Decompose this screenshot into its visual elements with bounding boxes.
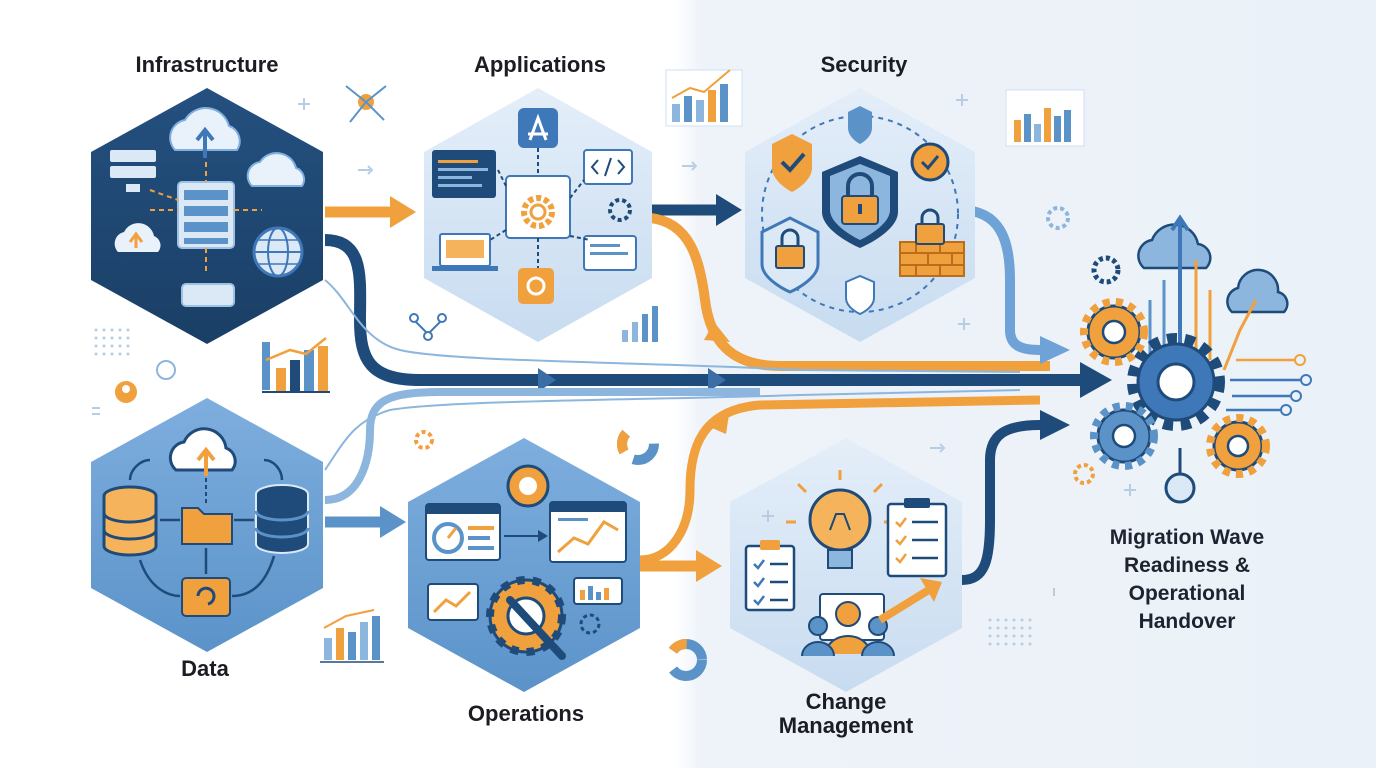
dashboard-icon <box>549 501 627 563</box>
globe-icon <box>252 226 304 278</box>
stage-infrastructure <box>91 88 323 344</box>
cloud-upload-icon <box>169 107 241 158</box>
change-management-label: Change Management <box>746 690 946 738</box>
gauge-icon <box>425 503 501 561</box>
firewall-icon <box>899 208 965 277</box>
network-icon <box>110 150 156 192</box>
cloud-icon <box>1137 223 1289 314</box>
infrastructure-label: Infrastructure <box>135 52 279 77</box>
cloud-sync-icon <box>168 427 237 476</box>
outcome-line4: Handover <box>1138 610 1236 633</box>
code-window-icon <box>583 149 633 185</box>
stage-data <box>91 398 323 652</box>
operations-label: Operations <box>467 701 585 726</box>
gear-cluster-icon <box>1073 255 1270 485</box>
storage-device-icon <box>181 283 235 307</box>
decorations <box>92 69 1136 681</box>
change-management-line1: Change <box>805 689 887 714</box>
lightbulb-icon <box>786 470 894 569</box>
laptop-icon <box>432 233 498 271</box>
outcome-line2: Readiness & <box>1123 554 1251 577</box>
outcome-line3: Operational <box>1128 582 1246 605</box>
shield-check-icon <box>772 134 812 192</box>
growth-arrow-icon <box>877 578 942 624</box>
flow-arrows <box>324 194 1112 585</box>
stage-change-management <box>730 438 962 692</box>
bar-chart-icon <box>262 337 330 393</box>
outcome-label: Migration Wave Readiness & Operational H… <box>1076 524 1298 636</box>
padlock-icon <box>822 156 898 248</box>
outcome-graphic <box>1073 214 1312 504</box>
app-store-icon <box>518 108 558 148</box>
circuit-icon <box>1148 214 1312 504</box>
network-node-icon <box>409 313 447 341</box>
wrench-gear-icon <box>486 576 566 660</box>
bar-chart-icon <box>320 609 384 663</box>
folder-icon <box>181 507 233 545</box>
bar-chart-icon <box>1005 89 1085 147</box>
data-label: Data <box>181 656 229 681</box>
stage-operations <box>408 438 640 692</box>
security-label: Security <box>820 52 908 77</box>
bar-chart-icon <box>622 306 658 342</box>
change-management-line2: Management <box>778 713 914 738</box>
database-icon <box>102 485 158 557</box>
hub-icon <box>345 85 387 123</box>
checklist-icon <box>744 498 948 612</box>
globe-small-icon <box>156 360 176 380</box>
team-icon <box>801 601 895 657</box>
stage-applications <box>424 88 652 342</box>
stage-security <box>745 88 975 342</box>
outcome-line1: Migration Wave <box>1109 526 1265 549</box>
server-rack-icon <box>177 181 235 249</box>
bar-chart-icon <box>665 69 743 127</box>
gear-icon <box>521 195 555 229</box>
applications-label: Applications <box>473 52 606 77</box>
